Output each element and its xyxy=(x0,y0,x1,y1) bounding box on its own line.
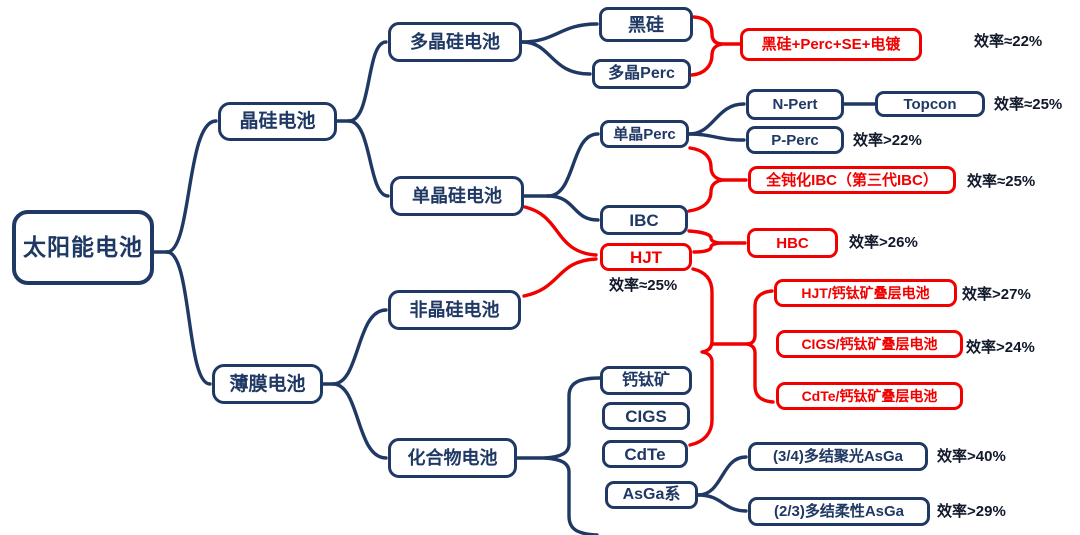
connector-blacksilicon-polyperc-brace xyxy=(690,15,742,77)
connector-ibc-hjt-brace xyxy=(687,229,747,254)
connector-asga-concentrator xyxy=(696,455,748,497)
connector-amorphous-hjt xyxy=(522,257,598,298)
efficiency-hbc: 效率>26% xyxy=(849,234,918,251)
efficiency-hjt-tandem: 效率>27% xyxy=(962,286,1031,303)
connector-compound-brace xyxy=(543,376,602,535)
node-compound: 化合物电池 xyxy=(388,438,517,478)
node-perovskite: 钙钛矿 xyxy=(600,366,692,395)
node-n-pert: N-Pert xyxy=(746,89,844,120)
efficiency-p-perc: 效率>22% xyxy=(853,132,922,149)
connector-crystalline-mono xyxy=(347,119,390,198)
efficiency-hjt: 效率≈25% xyxy=(609,277,678,294)
efficiency-topcon: 效率≈25% xyxy=(994,96,1063,113)
node-asga-series: AsGa系 xyxy=(605,481,698,509)
connector-mono-monoperc xyxy=(546,132,600,198)
node-cdte-perovskite-tandem: CdTe/钙钛矿叠层电池 xyxy=(776,382,963,410)
connector-mono-hjt xyxy=(523,205,598,257)
connector-mono-ibc xyxy=(546,194,600,222)
node-multi-junction-concentrator-asga: (3/4)多结聚光AsGa xyxy=(748,442,928,471)
connector-monoperc-npert xyxy=(687,102,746,136)
connector-thinfilm-amorphous xyxy=(331,308,388,386)
connector-tandem-small-brace xyxy=(745,289,775,404)
node-black-silicon-perc-se-plating: 黑硅+Perc+SE+电镀 xyxy=(740,28,922,61)
node-cigs: CIGS xyxy=(602,402,690,430)
node-ibc: IBC xyxy=(600,205,688,235)
node-monocrystalline-silicon: 单晶硅电池 xyxy=(390,176,524,216)
node-crystalline-silicon: 晶硅电池 xyxy=(218,102,337,141)
efficiency-black-silicon-perc: 效率≈22% xyxy=(974,33,1043,50)
connector-poly-blacksilicon xyxy=(520,22,599,44)
node-hbc: HBC xyxy=(747,228,838,258)
node-cdte: CdTe xyxy=(602,440,688,468)
connector-asga-flexible xyxy=(696,493,748,513)
node-hjt: HJT xyxy=(600,243,692,271)
connector-root-crystalline xyxy=(165,119,218,254)
node-poly-perc: 多晶Perc xyxy=(592,59,691,89)
node-amorphous-silicon: 非晶硅电池 xyxy=(388,290,521,330)
connector-monoperc-ibc-brace xyxy=(687,146,748,213)
node-fully-passivated-ibc: 全钝化IBC（第三代IBC） xyxy=(748,166,956,194)
connector-root-thinfilm xyxy=(165,250,212,386)
node-black-silicon: 黑硅 xyxy=(599,7,693,42)
connector-crystalline-poly xyxy=(347,40,388,123)
node-topcon: Topcon xyxy=(875,91,985,117)
efficiency-concentrator-asga: 效率>40% xyxy=(937,448,1006,465)
node-cigs-perovskite-tandem: CIGS/钙钛矿叠层电池 xyxy=(776,330,963,358)
efficiency-cigs-tandem: 效率>24% xyxy=(966,339,1035,356)
node-hjt-perovskite-tandem: HJT/钙钛矿叠层电池 xyxy=(774,279,957,307)
connector-poly-polyperc xyxy=(520,40,592,76)
node-solar-cell: 太阳能电池 xyxy=(12,210,154,285)
connector-tandem-big-brace xyxy=(688,267,714,447)
node-polycrystalline-silicon: 多晶硅电池 xyxy=(388,22,522,62)
node-multi-junction-flexible-asga: (2/3)多结柔性AsGa xyxy=(748,497,930,526)
efficiency-flexible-asga: 效率>29% xyxy=(937,503,1006,520)
efficiency-fully-passivated-ibc: 效率≈25% xyxy=(967,173,1036,190)
connector-monoperc-pperc xyxy=(687,132,746,142)
node-mono-perc: 单晶Perc xyxy=(600,120,689,148)
node-thin-film: 薄膜电池 xyxy=(212,364,323,404)
connector-thinfilm-compound xyxy=(331,382,388,460)
node-p-perc: P-Perc xyxy=(746,126,844,154)
